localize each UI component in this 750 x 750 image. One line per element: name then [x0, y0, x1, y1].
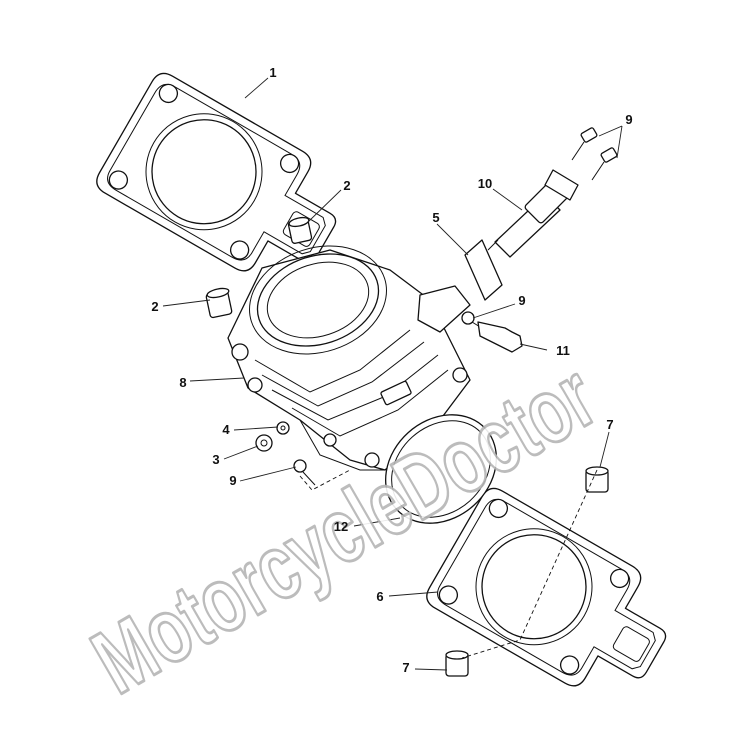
dowel-pin-upper: [287, 216, 313, 244]
tensioner-bolt-upper: [571, 127, 598, 161]
cam-chain-tensioner: [487, 169, 579, 258]
dowel-pin-lower-left: [445, 650, 469, 677]
callout-2-left: 2: [151, 299, 158, 314]
head-gasket-upper: [96, 72, 337, 272]
callout-2-upper: 2: [343, 178, 350, 193]
cylinder-block: [227, 245, 471, 471]
oil-hole-bolt: [255, 434, 273, 452]
callout-12: 12: [334, 519, 348, 534]
callout-7-upper: 7: [606, 417, 613, 432]
o-ring: [385, 414, 497, 524]
callout-8: 8: [179, 375, 186, 390]
callout-11: 11: [556, 343, 570, 358]
callout-4: 4: [222, 422, 230, 437]
callout-1: 1: [269, 65, 276, 80]
washer: [276, 421, 290, 435]
callout-9-bracket: 9: [518, 293, 525, 308]
callout-3: 3: [212, 452, 219, 467]
callout-10: 10: [478, 176, 492, 191]
tensioner-bracket: [477, 321, 523, 353]
base-gasket-lower: [426, 487, 667, 687]
tensioner-gasket: [464, 239, 503, 301]
callout-5: 5: [432, 210, 439, 225]
cylinder-bolt-lower: [293, 459, 316, 486]
callout-labels: 1 2 2 3 4 5 6 7 7 8 9 9 9 10 11 12: [151, 65, 632, 675]
callout-9-tensioner: 9: [625, 112, 632, 127]
dowel-pin-left: [205, 287, 233, 319]
callout-7-lower: 7: [402, 660, 409, 675]
tensioner-bolt-lower: [591, 147, 618, 181]
callout-6: 6: [376, 589, 383, 604]
callout-9-cylinder: 9: [229, 473, 236, 488]
leader-lines: [162, 77, 623, 671]
